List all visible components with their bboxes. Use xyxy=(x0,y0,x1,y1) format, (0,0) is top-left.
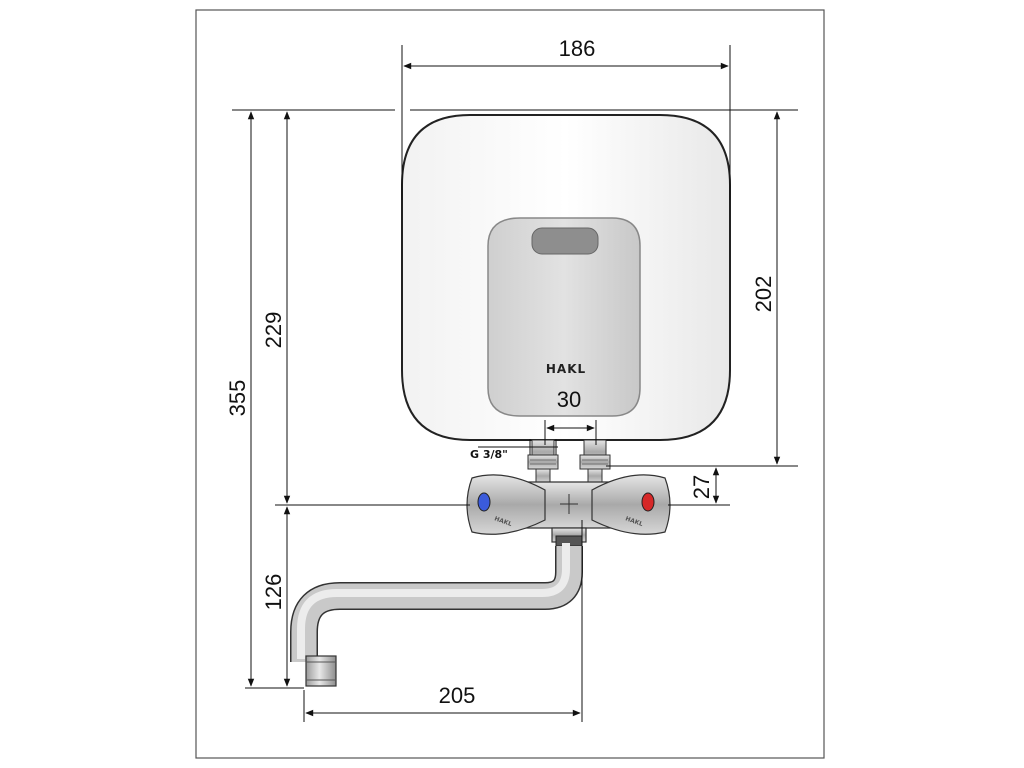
dimension-lines xyxy=(232,45,798,722)
spout xyxy=(290,543,583,687)
dim-thread: G 3/8" xyxy=(470,448,508,461)
water-heater-tank: HAKL xyxy=(401,114,731,441)
dim-spout-height: 126 xyxy=(261,574,286,611)
connection-pipes xyxy=(527,439,611,484)
dim-width-top: 186 xyxy=(559,36,596,61)
dim-height-to-mixer: 229 xyxy=(261,312,286,349)
cold-handle xyxy=(466,474,546,535)
dim-spout-reach: 205 xyxy=(439,683,476,708)
drawing-frame xyxy=(195,9,825,759)
hot-handle xyxy=(591,474,671,535)
hot-indicator xyxy=(641,492,655,512)
dim-pipe-spacing: 30 xyxy=(557,387,581,412)
indicator-window xyxy=(531,227,599,255)
dim-height-total: 355 xyxy=(225,380,250,417)
mixer-tap: HAKL HAKL xyxy=(466,474,671,547)
front-panel xyxy=(487,217,641,417)
dim-height-tank: 202 xyxy=(751,276,776,313)
aerator xyxy=(305,655,337,687)
cold-indicator xyxy=(477,492,491,512)
brand-logo: HAKL xyxy=(546,362,586,376)
dim-mixer-offset: 27 xyxy=(689,475,714,499)
